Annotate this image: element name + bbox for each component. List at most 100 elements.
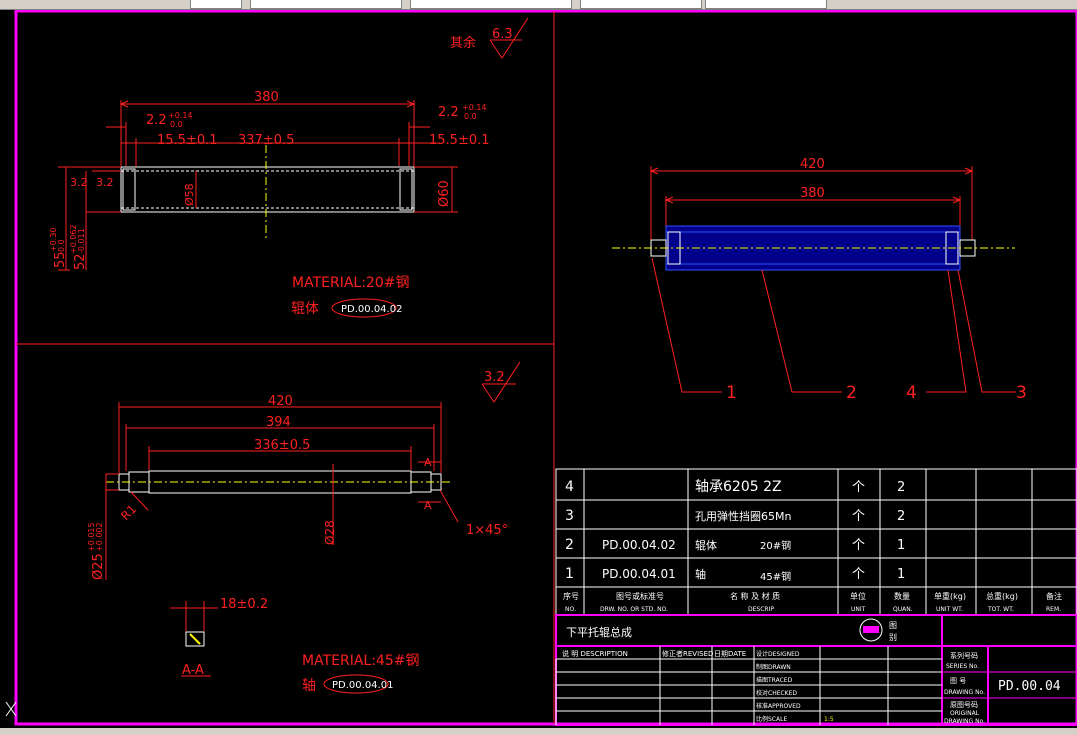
- sheet-border: [14, 10, 1077, 726]
- bom-cell-code: PD.00.04.02: [602, 538, 676, 552]
- bom-row[interactable]: 3 孔用弹性挡圈65Mn 个 2: [565, 508, 905, 524]
- shaft-dim-radius: R1: [118, 502, 139, 523]
- bom-row[interactable]: 1 PD.00.04.01 轴 45#钢 个 1: [565, 566, 905, 583]
- bom-cell-qty: 1: [897, 538, 905, 553]
- roughness-value-shaft: 3.2: [484, 370, 505, 385]
- leader-4: [926, 269, 967, 393]
- ucs-icon: [5, 701, 17, 717]
- section-mark-top: A: [424, 456, 432, 469]
- roughness-value-top: 6.3: [492, 27, 513, 42]
- drawing-canvas[interactable]: 其余 6.3 380 2.2 +0.14 0.0 2.2 +0.14 0.0 1…: [0, 10, 1077, 728]
- roller-bore-1-low: 0.0: [57, 239, 66, 252]
- drawing-title: 下平托辊总成: [566, 625, 632, 639]
- roller-bore-2-low: -0.011: [77, 228, 86, 254]
- bom-cell-name: 轴: [695, 567, 706, 581]
- series-label-en: SERIES No.: [946, 663, 979, 670]
- sig-checked: 校对CHECKED: [756, 689, 797, 697]
- balloon-1: 1: [726, 383, 737, 403]
- symbol-label-2: 别: [889, 633, 897, 642]
- original-label-en2: DRAWING No.: [944, 718, 985, 725]
- bom-row[interactable]: 2 PD.00.04.02 辊体 20#钢 个 1: [565, 537, 905, 553]
- roller-dim-inner-dia: Ø58: [183, 183, 196, 206]
- date-header: 日期DATE: [714, 650, 746, 658]
- shaft-drawing: [105, 361, 521, 677]
- bom-header-en: QUAN.: [893, 606, 913, 613]
- roller-chamfer-a: 3.2: [70, 176, 88, 189]
- shaft-dim-mid: 336±0.5: [254, 438, 310, 453]
- roller-code-tag: PD.00.04.02: [331, 298, 402, 318]
- sig-scale: 比例SCALE: [756, 715, 787, 723]
- roller-dim-groove-right: 2.2: [438, 105, 459, 120]
- toolbar-icons[interactable]: [190, 0, 242, 9]
- bom-cell-unit: 个: [852, 538, 865, 553]
- shaft-material: MATERIAL:45#钢: [302, 653, 419, 669]
- roller-outline: [120, 166, 415, 213]
- layer-dropdown[interactable]: [250, 0, 402, 9]
- roller-tol-low-left: 0.0: [170, 120, 183, 129]
- sig-drawn: 制图DRAWN: [756, 663, 791, 671]
- bom-header-en: DESCRIP: [748, 606, 774, 613]
- roller-tol-up-right: +0.14: [462, 103, 487, 112]
- original-label-cn: 原图号码: [950, 701, 978, 709]
- leader-2: [761, 269, 842, 393]
- title-block-text: 下平托辊总成 图 别 说 明 DESCRIPTION 修正者REVISED 日期…: [562, 621, 1061, 725]
- linetype-dropdown[interactable]: [410, 0, 572, 9]
- bom-header-row: 序号 NO. 图号或标准号 DRW. NO. OR STD. NO. 名 称 及…: [563, 591, 1062, 613]
- bom-header-en: REM.: [1046, 606, 1061, 613]
- shaft-dim-end-dia: Ø25: [91, 553, 106, 580]
- lineweight-dropdown[interactable]: [580, 0, 702, 9]
- roller-dimension-text: 其余 6.3 380 2.2 +0.14 0.0 2.2 +0.14 0.0 1…: [49, 27, 513, 317]
- roller-dim-overall: 380: [254, 90, 279, 105]
- section-label: A-A: [182, 663, 204, 678]
- roller-dim-mid: 337±0.5: [238, 133, 294, 148]
- roller-code: PD.00.04.02: [341, 304, 402, 315]
- window-toolbar-strip: [0, 0, 1077, 10]
- series-label-cn: 系列号码: [950, 651, 978, 660]
- bom-header-cn: 序号: [563, 591, 579, 601]
- shaft-code-tag: PD.00.04.01: [323, 674, 393, 694]
- roughness-symbol-shaft: [481, 361, 521, 403]
- roughness-label: 其余: [450, 35, 476, 51]
- balloon-4: 4: [906, 383, 917, 403]
- bom-header-en: NO.: [565, 606, 576, 613]
- assembly-dim-overall: 420: [800, 157, 825, 172]
- bom-header-cn: 单位: [850, 591, 866, 601]
- sig-approved: 核准APPROVED: [756, 702, 801, 710]
- bom-cell-no: 2: [565, 537, 574, 553]
- bom-header-en: TOT. WT.: [987, 606, 1014, 613]
- roller-drawing: [58, 17, 529, 271]
- shaft-name: 轴: [302, 678, 316, 694]
- shaft-dim-overall: 420: [268, 394, 293, 409]
- shaft-code: PD.00.04.01: [332, 680, 393, 691]
- bom-cell-material: 45#钢: [760, 570, 791, 583]
- bom-header-en: UNIT WT.: [936, 606, 963, 613]
- bom-cell-qty: 2: [897, 509, 905, 524]
- sig-designed: 设计DESIGNED: [756, 650, 800, 658]
- leader-1: [651, 257, 722, 393]
- bom-cell-name: 轴承6205 2Z: [695, 479, 782, 495]
- shaft-dim-chamfer: 1×45°: [466, 523, 508, 538]
- bom-cell-qty: 1: [897, 567, 905, 582]
- bom-cell-code: PD.00.04.01: [602, 567, 676, 581]
- rev-header: 修正者REVISED: [662, 649, 713, 658]
- assembly-text: 420 380 1 2 4 3: [726, 157, 1027, 403]
- bom-header-en: DRW. NO. OR STD. NO.: [600, 606, 668, 613]
- shaft-dimension-text: 3.2 420 394 336±0.5 Ø25 +0.015 +0.002 Ø2…: [87, 370, 508, 694]
- shaft-dim-body-dia: Ø28: [323, 520, 337, 545]
- drawing-number: PD.00.04: [998, 679, 1061, 694]
- projection-symbol: [859, 618, 883, 642]
- bom-cell-unit: 个: [852, 480, 865, 495]
- plotstyle-dropdown[interactable]: [705, 0, 827, 9]
- bom-cell-no: 4: [565, 479, 574, 495]
- shaft-dim-end-low: +0.002: [95, 522, 104, 552]
- bom-header-cn: 数量: [894, 591, 910, 601]
- roller-bore-2: 52: [73, 253, 88, 270]
- sig-traced: 描图TRACED: [756, 676, 793, 684]
- title-block: [555, 614, 1077, 726]
- drawing-label-en: DRAWING No.: [944, 689, 985, 696]
- bom-cell-material: 20#钢: [760, 539, 791, 552]
- balloon-2: 2: [846, 383, 857, 403]
- bom-header-cn: 名 称 及 材 质: [730, 591, 780, 601]
- bom-row[interactable]: 4 轴承6205 2Z 个 2: [565, 479, 905, 495]
- bom-cell-no: 3: [565, 508, 574, 524]
